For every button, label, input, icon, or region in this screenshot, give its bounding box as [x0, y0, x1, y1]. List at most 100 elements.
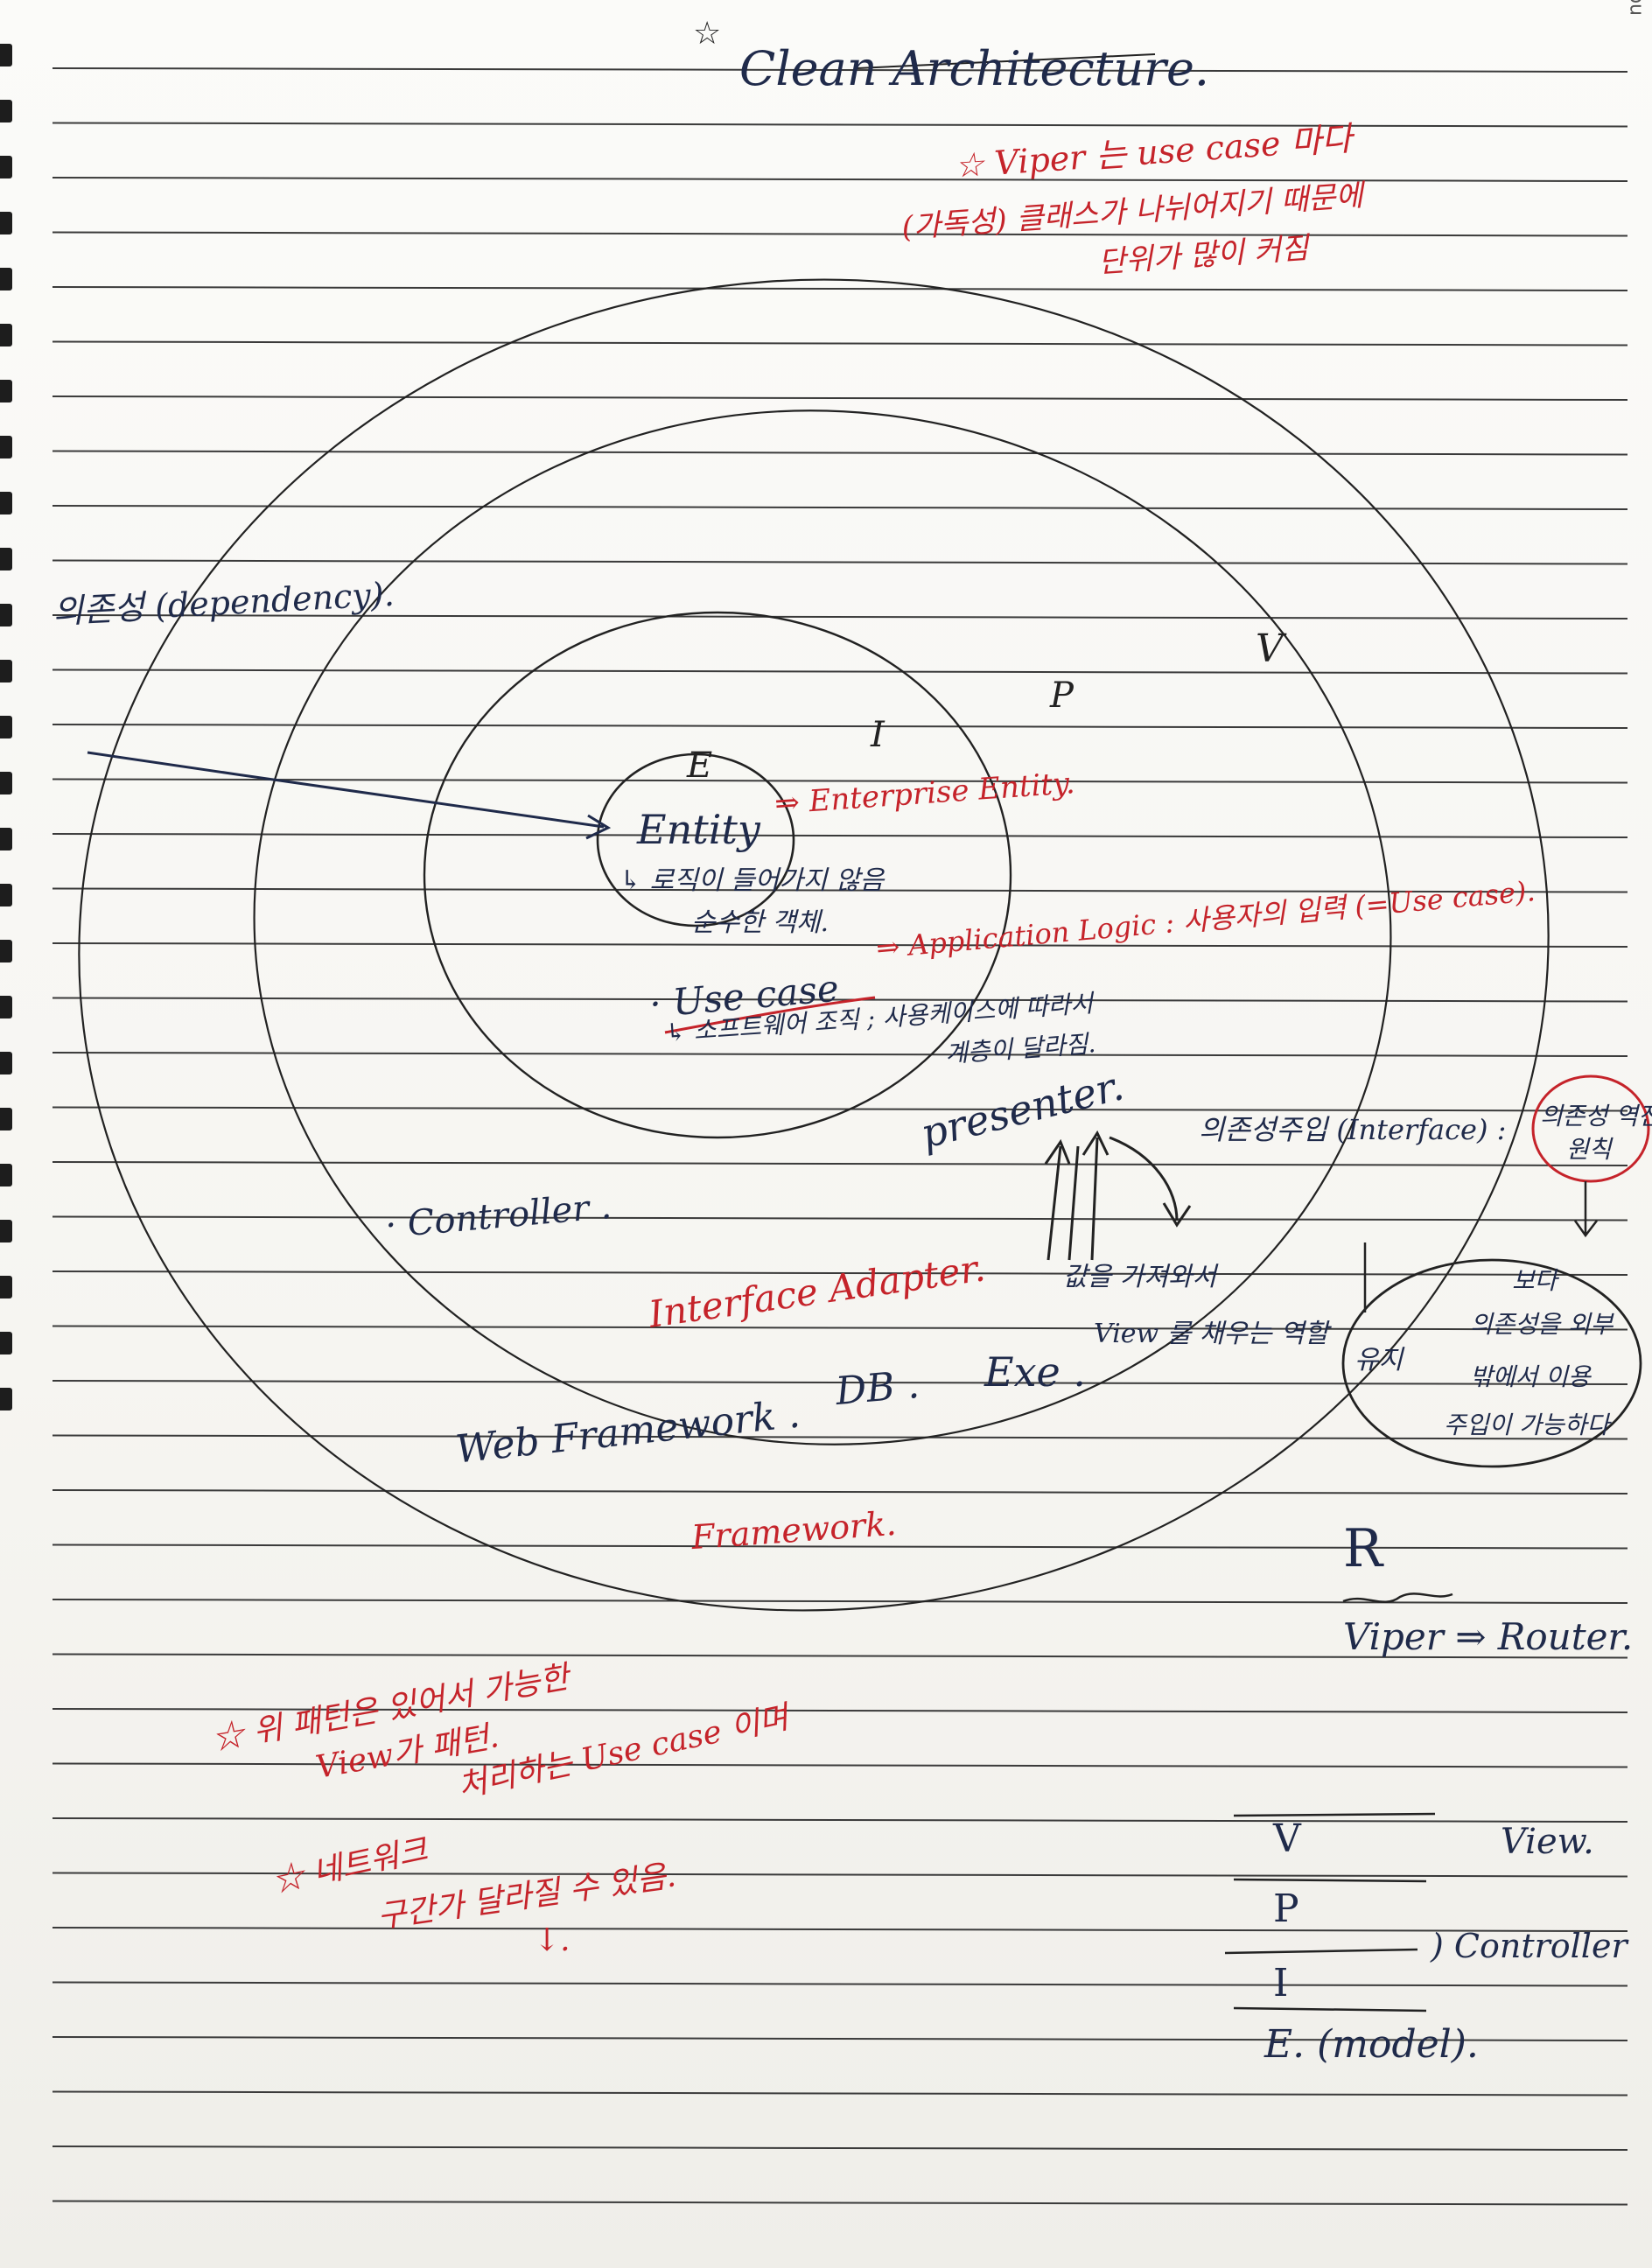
di-down-arrow [1573, 1181, 1598, 1238]
use-case-underline [664, 996, 876, 1034]
db-label: DB . [833, 1362, 921, 1415]
bubble-line4: 주입이 가능하다 [1444, 1410, 1610, 1439]
viper-stack-v: V [1273, 1816, 1301, 1861]
ruled-line [52, 1927, 1628, 1932]
spiral-binding [0, 0, 19, 2268]
viper-stack-lines [1224, 1812, 1436, 2012]
binding-hole [0, 772, 12, 794]
binding-hole [0, 1108, 12, 1130]
layer-letter-p: P [1050, 676, 1074, 716]
presenter-arrow [1109, 1136, 1179, 1222]
layer-letter-v: V [1256, 626, 1284, 671]
di-circle-line2: 원칙 [1566, 1135, 1612, 1164]
entity-note-line1: ↳ 로직이 들어가지 않음 [620, 865, 885, 896]
ruled-line [52, 340, 1628, 346]
fill-view-line2: View 를 채우는 역할 [1094, 1319, 1329, 1349]
viper-stack-i: I [1273, 1961, 1289, 2006]
binding-hole [0, 1164, 12, 1186]
binding-hole [0, 1220, 12, 1242]
viper-stack-e: E. (model). [1264, 2022, 1479, 2067]
presenter-arrowhead [1162, 1202, 1192, 1228]
interface-adapter-layer-circle [253, 410, 1392, 1446]
ruled-line [52, 942, 1628, 948]
ruled-line [52, 396, 1628, 401]
bubble-line1: 보다 [1512, 1266, 1558, 1295]
ruled-line [52, 1161, 1628, 1166]
dependency-arrow [87, 751, 605, 829]
viper-stack-controller: ) Controller [1431, 1927, 1628, 1965]
entity-layer-circle [596, 752, 795, 928]
binding-hole [0, 268, 12, 290]
ruled-line [52, 724, 1628, 729]
di-label: 의존성주입 (Interface) : [1199, 1113, 1507, 1146]
ruled-line [52, 122, 1628, 128]
binding-hole [0, 492, 12, 514]
ruled-line [52, 668, 1628, 675]
up-arrowheads [1044, 1130, 1110, 1165]
ruled-line [52, 1762, 1628, 1768]
up-arrows [1046, 1137, 1099, 1261]
ruled-line [52, 2146, 1628, 2151]
ruled-line [52, 1653, 1628, 1659]
ruled-line [52, 1215, 1628, 1222]
note-bottom-line6: ↓. [534, 1922, 570, 1958]
entity-label: Entity [637, 806, 760, 853]
ruled-line [52, 177, 1628, 182]
binding-hole [0, 1052, 12, 1074]
router-letter: R [1343, 1518, 1383, 1579]
binding-hole [0, 548, 12, 570]
ruled-line [52, 1380, 1628, 1385]
ruled-line [52, 1981, 1628, 1987]
ruled-line [52, 1544, 1628, 1550]
binding-hole [0, 940, 12, 962]
ruled-line [52, 833, 1628, 838]
di-circle-line1: 의존성 역전 [1540, 1102, 1652, 1130]
ruled-line [52, 1106, 1628, 1112]
ruled-line [52, 2036, 1628, 2041]
ruled-line [52, 1599, 1628, 1604]
router-label: Viper ⇒ Router. [1343, 1615, 1634, 1658]
binding-hole [0, 324, 12, 346]
binding-hole [0, 436, 12, 458]
router-scribble [1342, 1592, 1453, 1603]
ruled-line [52, 997, 1628, 1003]
ruled-line [52, 614, 1628, 620]
binding-hole [0, 156, 12, 178]
framework-layer-circle [78, 278, 1550, 1612]
binding-hole [0, 1332, 12, 1354]
binding-hole [0, 996, 12, 1018]
ruled-line [52, 286, 1628, 291]
ruled-line [52, 2200, 1628, 2206]
ruled-line [52, 1489, 1628, 1494]
title-strikethrough [857, 53, 1156, 69]
binding-hole [0, 828, 12, 850]
di-bubble [1341, 1258, 1642, 1468]
ruled-line [52, 67, 1628, 73]
ruled-line [52, 1325, 1628, 1331]
ruled-line [52, 887, 1628, 893]
page-title: Clean Architecture. [739, 41, 1210, 96]
exe-label: Exe . [984, 1348, 1086, 1396]
binding-hole [0, 1388, 12, 1410]
binding-hole [0, 716, 12, 738]
viper-stack-p: P [1273, 1886, 1299, 1931]
binding-hole [0, 380, 12, 402]
ruled-line [52, 1434, 1628, 1440]
bubble-left: 유지 [1354, 1345, 1404, 1376]
ruled-line [52, 231, 1628, 237]
ruled-line [52, 505, 1628, 510]
fill-view-line1: 값을 가져와서 [1063, 1262, 1217, 1292]
dependency-arrowhead [585, 814, 612, 840]
entity-note-line2: 순수한 객체. [691, 907, 830, 938]
bubble-line3: 밖에서 이용 [1470, 1362, 1591, 1391]
ruled-line [52, 2090, 1628, 2096]
binding-hole [0, 1276, 12, 1298]
bubble-line2: 의존성을 외부 [1470, 1310, 1614, 1339]
layer-letter-i: I [871, 715, 885, 755]
title-star-icon: ☆ [693, 16, 721, 52]
layer-letter-e: E [687, 746, 713, 786]
ruled-line [52, 1052, 1628, 1057]
binding-hole [0, 212, 12, 234]
binding-hole [0, 884, 12, 906]
